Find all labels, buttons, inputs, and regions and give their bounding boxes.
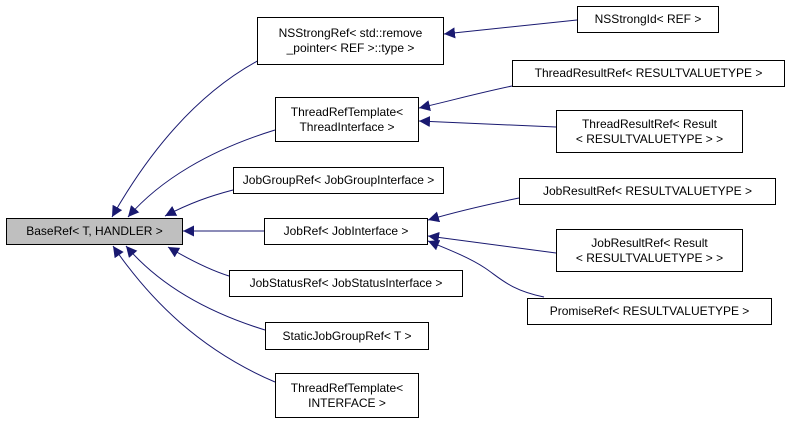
node-label-line: < RESULTVALUETYPE > > — [575, 131, 724, 146]
node-jobresultref-1[interactable]: JobResultRef< RESULTVALUETYPE > — [519, 178, 776, 205]
node-label-line: < RESULTVALUETYPE > > — [575, 250, 724, 265]
node-label-line: ThreadResultRef< Result — [581, 116, 718, 131]
edge-trr1-to-threadref — [418, 85, 513, 111]
node-jobresultref-2[interactable]: JobResultRef< Result< RESULTVALUETYPE > … — [556, 229, 743, 272]
node-label-line: StaticJobGroupRef< T > — [282, 328, 412, 343]
node-label-line: JobResultRef< Result — [591, 235, 708, 250]
edge-jobgroupref-to-base — [164, 189, 234, 217]
node-nsstrongid[interactable]: NSStrongId< REF > — [577, 6, 719, 33]
node-label-line: JobStatusRef< JobStatusInterface > — [249, 276, 443, 290]
node-label-line: ThreadResultRef< RESULTVALUETYPE > — [534, 66, 763, 80]
node-threadref-threadinterface[interactable]: ThreadRefTemplate<ThreadInterface > — [275, 97, 419, 142]
node-jobref[interactable]: JobRef< JobInterface > — [264, 218, 428, 245]
edge-jrr1-to-jobref — [427, 197, 520, 223]
node-label-line: _pointer< REF >::type > — [286, 41, 415, 55]
node-label-line: PromiseRef< RESULTVALUETYPE > — [549, 304, 750, 318]
node-label-line: INTERFACE > — [308, 395, 386, 410]
node-label-line: NSStrongId< REF > — [594, 12, 702, 26]
edge-threadref-to-base — [127, 129, 276, 218]
edge-nsstrongref-to-base — [111, 56, 266, 218]
node-staticjobgroupref[interactable]: StaticJobGroupRef< T > — [265, 322, 429, 350]
edge-nsstrongid-to-nsstrongref — [443, 19, 578, 39]
edge-staticjgr-to-base — [125, 245, 266, 331]
node-label-line: BaseRef< T, HANDLER > — [26, 224, 163, 238]
edge-threadref2-to-base — [112, 245, 276, 383]
node-nsstrongref[interactable]: NSStrongRef< std::remove_pointer< REF >:… — [257, 17, 444, 65]
node-promiseref[interactable]: PromiseRef< RESULTVALUETYPE > — [527, 298, 772, 325]
node-base[interactable]: BaseRef< T, HANDLER > — [6, 218, 183, 245]
edge-jrr2-to-jobref — [427, 231, 557, 254]
node-label-line: JobRef< JobInterface > — [283, 224, 409, 238]
node-threadref-interface[interactable]: ThreadRefTemplate<INTERFACE > — [275, 373, 419, 418]
edge-jobstatusref-to-base — [167, 246, 230, 277]
node-label-line: ThreadRefTemplate< — [290, 104, 404, 119]
node-label-line: JobResultRef< RESULTVALUETYPE > — [543, 184, 752, 198]
node-jobstatusref[interactable]: JobStatusRef< JobStatusInterface > — [229, 270, 463, 297]
node-label-line: ThreadInterface > — [299, 119, 395, 134]
node-label-line: JobGroupRef< JobGroupInterface > — [242, 173, 435, 187]
node-threadresultref-2[interactable]: ThreadResultRef< Result< RESULTVALUETYPE… — [556, 110, 743, 153]
edge-trr2-to-threadref — [418, 115, 557, 128]
node-threadresultref-1[interactable]: ThreadResultRef< RESULTVALUETYPE > — [512, 60, 785, 87]
edge-promiseref-to-jobref — [427, 240, 545, 298]
node-label-line: ThreadRefTemplate< — [290, 380, 404, 395]
node-jobgroupref[interactable]: JobGroupRef< JobGroupInterface > — [233, 167, 444, 194]
node-label-line: NSStrongRef< std::remove — [278, 26, 423, 40]
